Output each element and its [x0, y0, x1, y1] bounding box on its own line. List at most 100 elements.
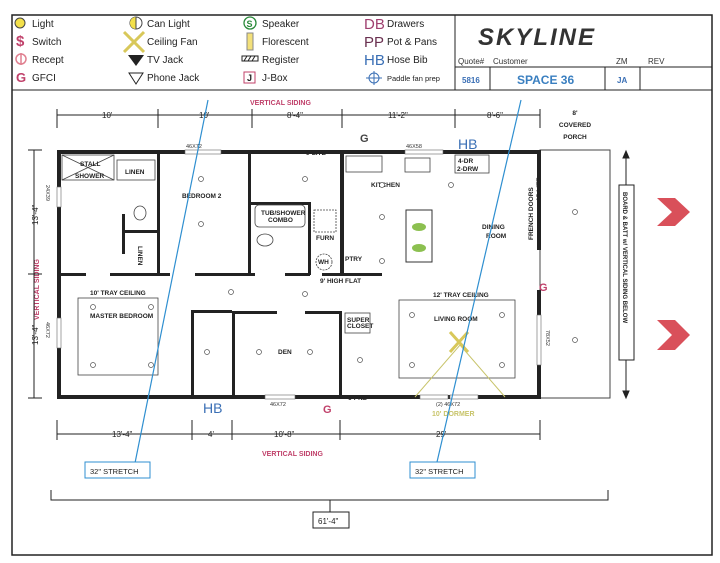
- stretch-box-left: [84, 461, 151, 479]
- siding-bottom-label: VERTICAL SIDING: [262, 451, 323, 458]
- covered-porch: [539, 149, 611, 399]
- label-bedroom-2: BEDROOM 2: [182, 193, 222, 200]
- skyline-logo: SKYLINE: [478, 24, 596, 51]
- jbox-icon: [243, 71, 256, 84]
- label-15-lite: 15-LITE: [536, 177, 543, 201]
- label-tub: TUB/SHOWER: [261, 210, 306, 217]
- legend-tv-jack: TV Jack: [147, 55, 184, 66]
- label-high-flat: 9' HIGH FLAT: [320, 278, 361, 285]
- ceiling-fan-icon: [122, 30, 146, 54]
- bottom-dimension-line: [56, 420, 541, 440]
- window-living-right: 78X52: [544, 330, 550, 346]
- stretch-line-left: [134, 99, 209, 464]
- light-icon: [14, 17, 26, 29]
- siding-left-label: VERTICAL SIDING: [34, 259, 41, 320]
- stretch-label-left: 32" STRETCH: [90, 467, 139, 476]
- gfci-marker: G: [360, 133, 369, 145]
- room-labels: STALL SHOWER LINEN LINEN BEDROOM 2 TUB/S…: [75, 150, 543, 418]
- porch-side-label-box: [618, 184, 635, 361]
- fixtures: [61, 154, 516, 379]
- label-linen-1: LINEN: [125, 169, 145, 176]
- label-closet-1: SUPER: [347, 317, 370, 324]
- ceiling-fan-icon: [448, 330, 470, 354]
- hose-bib-icon: HB: [364, 52, 385, 69]
- can-light-icon: [129, 16, 143, 30]
- porch-label-1: 8': [572, 110, 578, 117]
- hose-bib-marker: HB: [203, 400, 222, 416]
- drawers-icon: DB: [364, 16, 385, 33]
- customer-header: Customer: [493, 57, 528, 66]
- legend-jbox: J-Box: [262, 73, 288, 84]
- overall-length-box: [312, 511, 350, 529]
- label-dining: DINING: [482, 224, 505, 231]
- label-master-bedroom: MASTER BEDROOM: [90, 313, 153, 320]
- top-dimension-line: [56, 109, 541, 128]
- rev-header: REV: [648, 57, 665, 66]
- pendant-light-icon: [412, 244, 426, 252]
- dim-top-3: 8'-4": [287, 111, 303, 120]
- legend-gfci: GFCI: [32, 73, 56, 84]
- legend-phone-jack: Phone Jack: [147, 73, 200, 84]
- window-left-master: 46X72: [44, 322, 50, 338]
- stretch-line-right: [436, 99, 522, 463]
- dim-left-2: 13'-4": [31, 324, 40, 345]
- legend-switch: Switch: [32, 37, 61, 48]
- dim-bottom-1: 13'-4": [112, 430, 133, 439]
- window-left-bath: 24X39: [44, 185, 50, 201]
- label-furn: FURN: [316, 235, 334, 242]
- label-living-tray: 12' TRAY CEILING: [433, 292, 489, 299]
- label-stall: STALL: [80, 161, 100, 168]
- label-combo: COMBO: [268, 217, 293, 224]
- tv-jack-icon: [128, 55, 144, 66]
- florescent-icon: [246, 32, 254, 51]
- dim-top-5: 8'-6": [487, 111, 503, 120]
- hose-bib-marker: HB: [458, 136, 477, 152]
- overall-bracket: [50, 490, 609, 512]
- label-french-doors: FRENCH DOORS: [528, 187, 535, 240]
- gfci-marker: G: [323, 404, 332, 416]
- windows: [56, 149, 542, 400]
- legend-pots-pans: Pot & Pans: [387, 37, 437, 48]
- label-4-dr: 4-DR: [458, 158, 473, 165]
- stretch-label-right: 32" STRETCH: [415, 467, 464, 476]
- label-kitchen: KITCHEN: [371, 182, 400, 189]
- dim-bottom-4: 29': [436, 430, 447, 439]
- legend-hose-bib: Hose Bib: [387, 55, 428, 66]
- legend-ceiling-fan: Ceiling Fan: [147, 37, 198, 48]
- dim-bottom-2: 4': [208, 430, 214, 439]
- light-fixtures: [90, 176, 578, 368]
- pots-pans-icon: PP: [364, 34, 384, 51]
- gfci-icon: G: [16, 70, 26, 85]
- paddle-fan-prep-icon: [366, 71, 382, 85]
- speaker-icon: [243, 16, 257, 30]
- switch-icon: $: [16, 33, 25, 50]
- customer-name: SPACE 36: [517, 73, 574, 87]
- label-wh: WH: [318, 259, 329, 266]
- legend-register: Register: [262, 55, 300, 66]
- label-dormer: 10' DORMER: [432, 411, 475, 418]
- stretch-box-right: [409, 461, 476, 479]
- legend-speaker: Speaker: [262, 19, 300, 30]
- legend-drawers: Drawers: [387, 19, 424, 30]
- window-kitchen-top: 46X58: [406, 144, 422, 150]
- label-pantry: PTRY: [345, 256, 363, 263]
- title-block: SKYLINE Quote# Customer ZM REV 5816 SPAC…: [454, 15, 712, 90]
- phone-jack-icon: [128, 72, 144, 85]
- dim-top-4: 11'-2": [388, 111, 408, 120]
- legend-light: Light: [32, 19, 54, 30]
- dim-left-1: 13'-4": [31, 204, 40, 225]
- chevron-arrow-icon: [657, 198, 690, 226]
- kitchen-island: [405, 209, 433, 263]
- jbox-icon-letter: J: [247, 73, 252, 83]
- window-bed2-top: 46X72: [186, 144, 202, 150]
- speaker-icon-letter: S: [247, 19, 253, 29]
- label-den: DEN: [278, 349, 292, 356]
- zm-value: JA: [617, 76, 627, 85]
- label-living-room: LIVING ROOM: [434, 316, 478, 323]
- label-6-pnl: 6-PNL: [348, 395, 367, 402]
- porch-side-label: BOARD & BATT w/ VERTICAL SIDING BELOW: [621, 192, 627, 323]
- label-room: ROOM: [486, 233, 506, 240]
- gfci-marker: G: [539, 282, 548, 294]
